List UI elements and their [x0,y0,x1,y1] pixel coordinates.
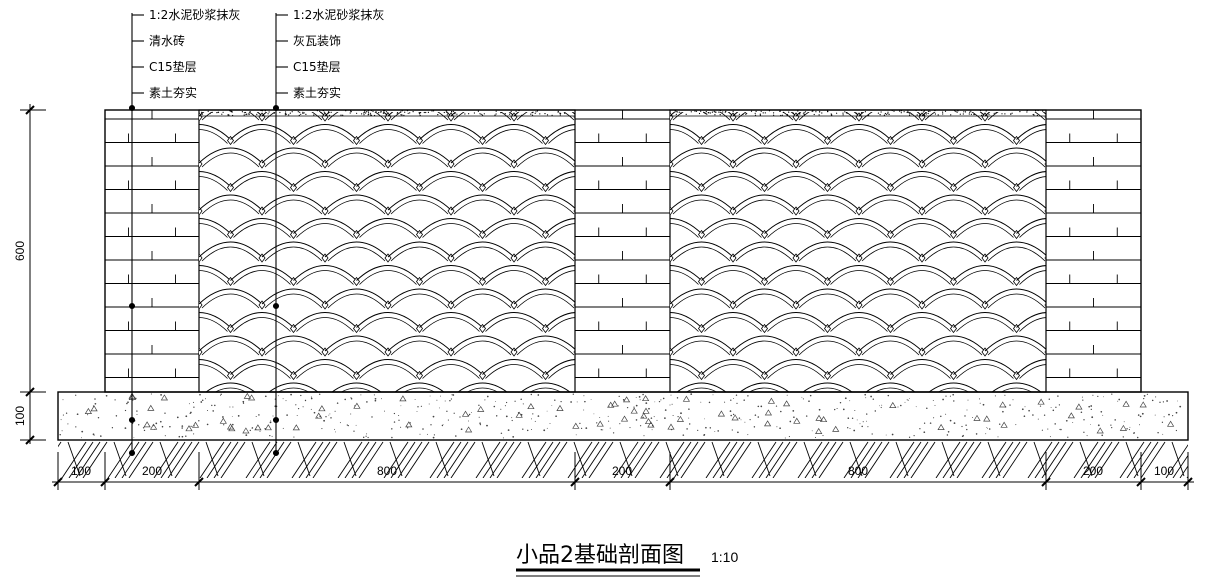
roof-tile-pattern-left [199,112,575,392]
leader-left-label: C15垫层 [149,59,197,74]
horizontal-dimension [52,452,1194,490]
roof-tile-pattern-right [670,112,1046,392]
leader-left-label: 清水砖 [149,33,185,48]
leader-left-label: 素土夯实 [149,85,197,100]
dim-height-600: 600 [13,241,27,261]
leader-left-label: 1:2水泥砂浆抹灰 [149,7,240,22]
dim-width: 800 [377,464,397,478]
dim-width: 200 [142,464,162,478]
mortar-stipple [198,109,1046,117]
leader-left [128,13,144,457]
tile-panel-left [198,109,576,393]
dim-width: 200 [612,464,632,478]
drawing-scale: 1:10 [711,549,738,565]
dim-width: 100 [1154,464,1174,478]
drawing-title: 小品2基础剖面图 [516,543,684,568]
leader-right-label: 灰瓦装饰 [293,34,341,48]
tile-panel-right [669,109,1047,393]
dim-height-100: 100 [13,406,27,426]
concrete-footing [57,391,1189,441]
leader-right-label: 1:2水泥砂浆抹灰 [293,7,384,22]
vertical-dimension [20,104,46,445]
leader-right [272,13,288,457]
concrete-aggregate [59,392,1182,439]
soil-hatch [58,441,1188,478]
dim-width: 200 [1083,464,1103,478]
leader-right-label: C15垫层 [293,59,341,74]
dim-width: 800 [848,464,868,478]
dim-width: 100 [71,464,91,478]
leader-right-label: 素土夯实 [293,85,341,100]
